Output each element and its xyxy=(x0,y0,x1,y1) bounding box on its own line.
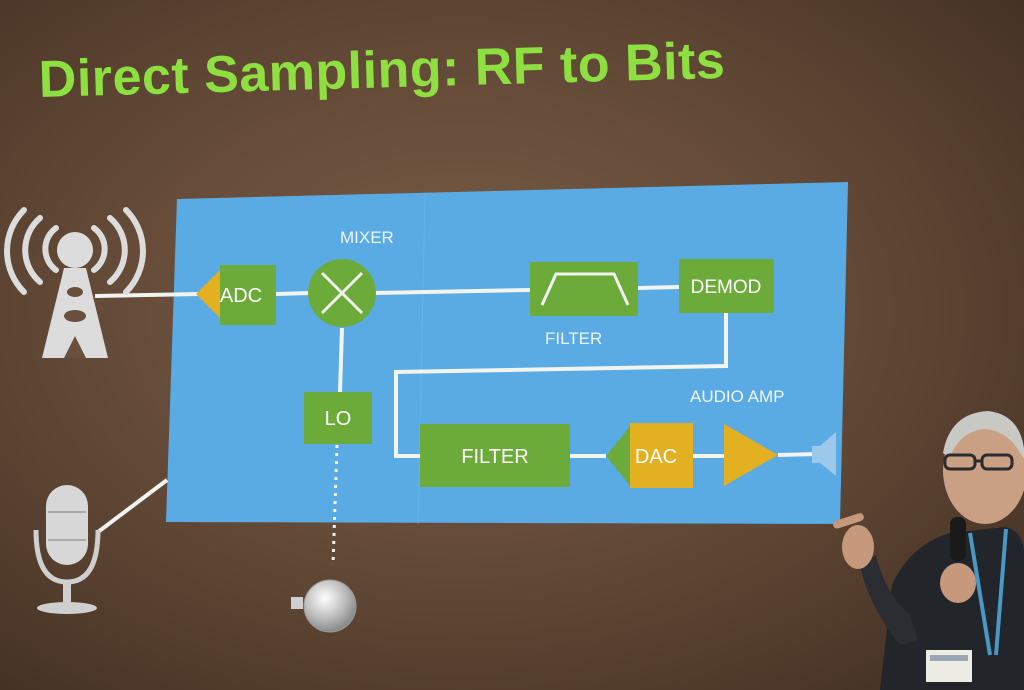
filter-top-block xyxy=(530,262,638,316)
presenter-photo xyxy=(833,411,1024,690)
dac-label: DAC xyxy=(635,446,677,468)
demod-label: DEMOD xyxy=(691,277,762,298)
filter-bottom-block: FILTER xyxy=(420,424,570,487)
audio-amp-caption: AUDIO AMP xyxy=(690,387,784,406)
filter-top-caption: FILTER xyxy=(545,329,602,348)
lo-block: LO xyxy=(304,392,372,444)
speaker-icon xyxy=(812,432,836,476)
mixer-block xyxy=(308,259,376,327)
dac-block: DAC xyxy=(606,423,693,488)
demod-block: DEMOD xyxy=(679,259,774,313)
radio-tower-body xyxy=(42,232,108,358)
adc-block: ADC xyxy=(196,265,276,325)
mixer-caption: MIXER xyxy=(340,228,394,247)
signal-wires xyxy=(94,285,819,534)
filter-bottom-label: FILTER xyxy=(461,446,528,468)
adc-label: ADC xyxy=(220,285,262,307)
radio-tower-icon xyxy=(4,207,146,295)
microphone-icon xyxy=(33,485,101,614)
knob-icon xyxy=(291,579,357,633)
lo-label: LO xyxy=(325,408,352,430)
audio-amp-triangle xyxy=(724,424,778,486)
